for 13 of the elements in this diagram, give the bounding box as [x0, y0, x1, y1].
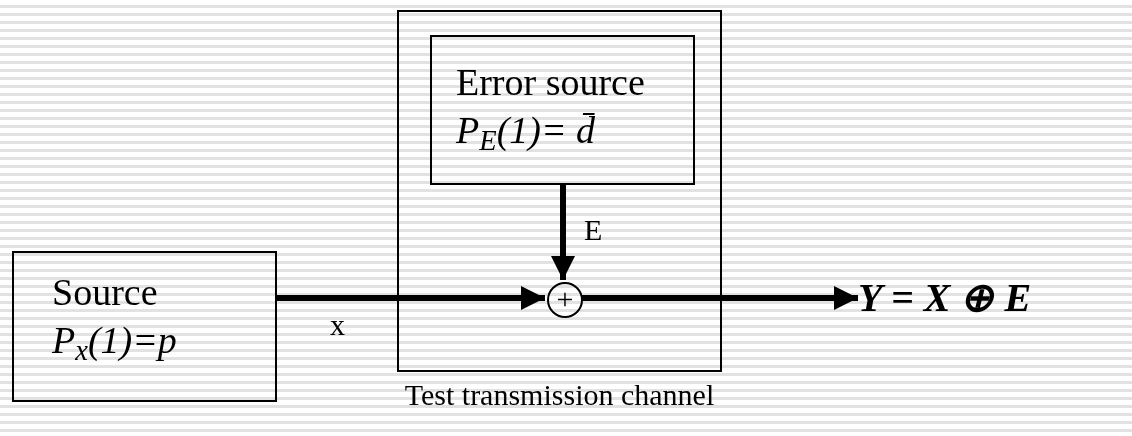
- output-formula: Y = X ⊕ E: [858, 270, 1130, 326]
- edge-label: x: [330, 310, 345, 340]
- arrow: [277, 286, 545, 310]
- source-box: [12, 251, 277, 402]
- arrow: [551, 183, 575, 280]
- probability-formula: P$_{E}$(1)= d̄: [456, 107, 597, 154]
- box-title: Source: [52, 270, 159, 315]
- box-title: Error source: [456, 60, 646, 105]
- arrow: [581, 286, 858, 310]
- probability-formula: P$_{x}$(1)=p: [52, 317, 178, 364]
- channel-caption: Test transmission channel: [404, 380, 715, 410]
- edge-label: E: [584, 215, 603, 245]
- error-source-box: [430, 35, 695, 185]
